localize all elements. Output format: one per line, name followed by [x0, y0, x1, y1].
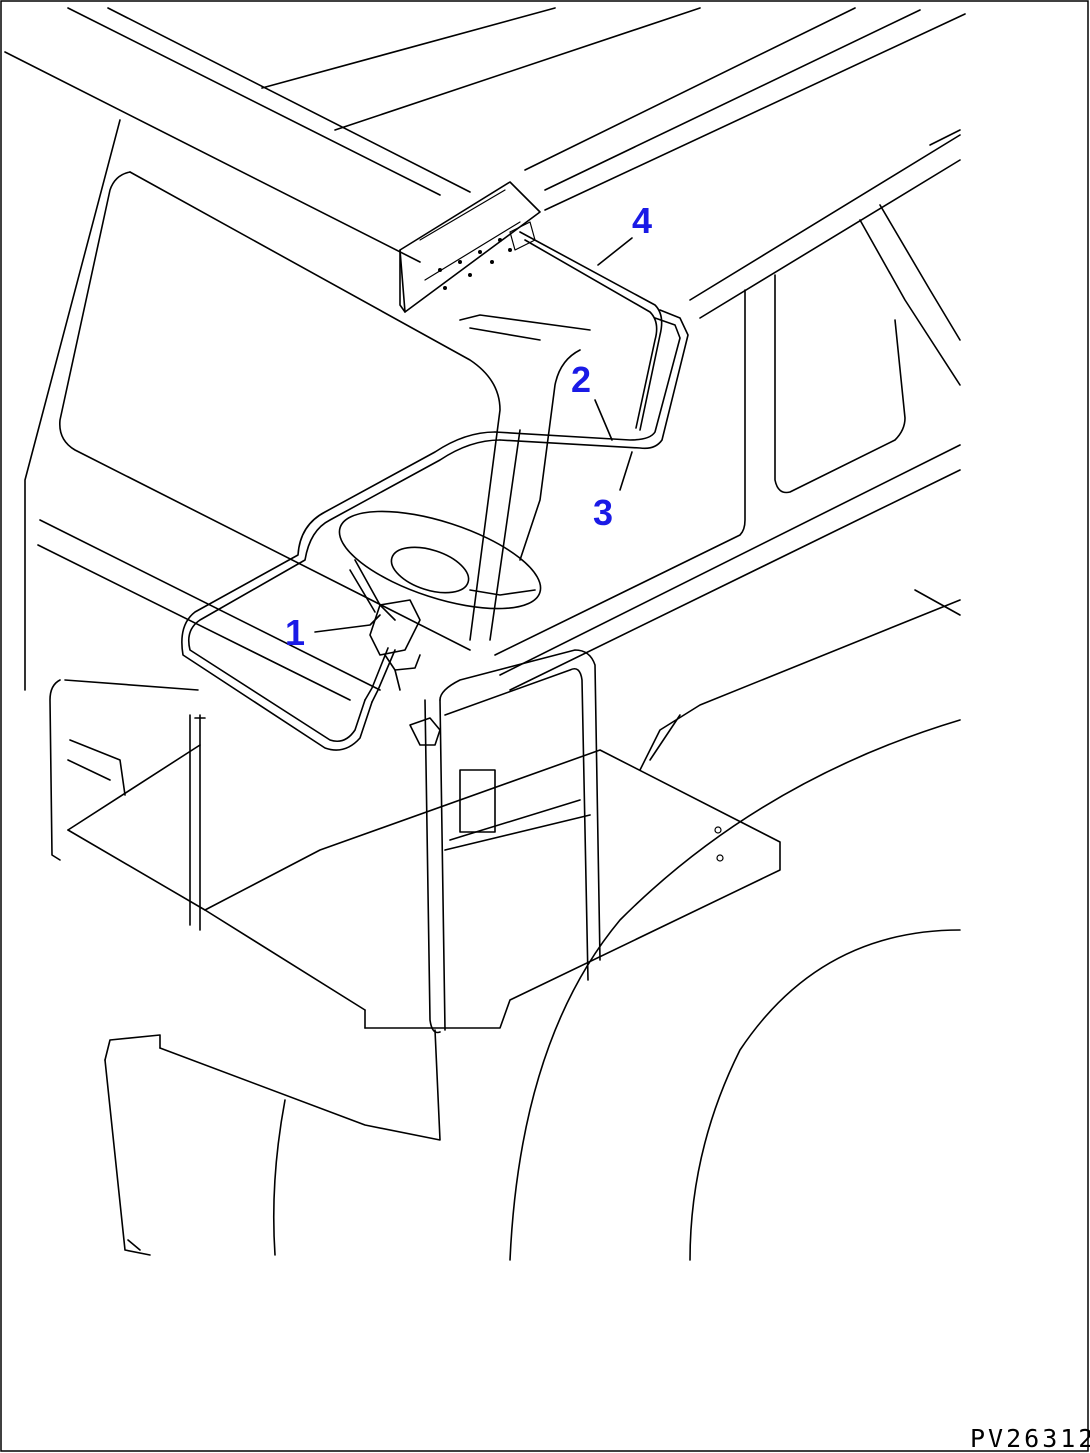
leader-lines: [314, 237, 633, 633]
steering-assembly: [338, 510, 542, 691]
cab-roof: [4, 7, 966, 319]
callout-3: 3: [593, 492, 613, 533]
deck-platform: [49, 649, 781, 1256]
monitor-panel: [399, 181, 591, 341]
tire-outline: [272, 599, 961, 1261]
callout-1: 1: [285, 612, 305, 653]
callout-2: 2: [571, 359, 591, 400]
drawing-code: PV26312: [970, 1424, 1090, 1453]
cab-body: [24, 119, 961, 701]
wiring-harness: [181, 231, 689, 751]
callout-4: 4: [632, 200, 652, 241]
